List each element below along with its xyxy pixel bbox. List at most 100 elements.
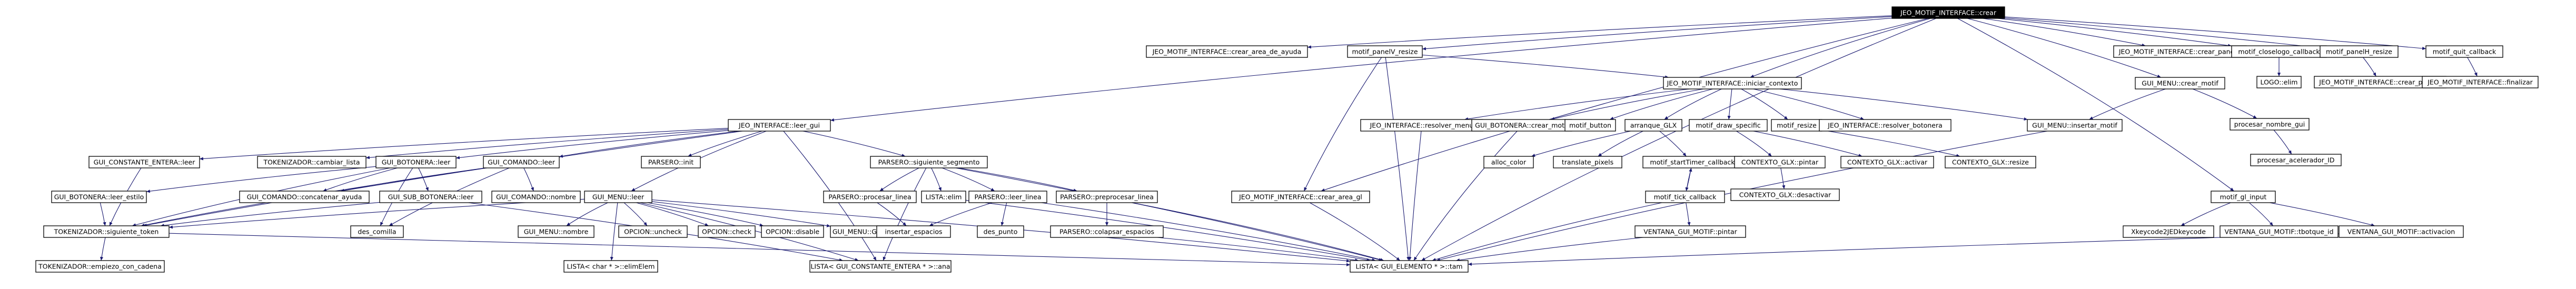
node-label: OPCION::check	[702, 228, 752, 236]
graph-node[interactable]: JEO_MOTIF_INTERFACE::crear_area_gl	[1231, 191, 1370, 203]
node-label: GUI_COMANDO::nombre	[496, 193, 576, 201]
graph-node[interactable]: PARSERO::init	[641, 156, 701, 168]
node-label: JEO_MOTIF_INTERFACE::crear_panelH	[2118, 48, 2241, 56]
graph-node[interactable]: VENTANA_GUI_MOTIF::pintar	[1634, 225, 1746, 238]
graph-node[interactable]: des_punto	[977, 225, 1024, 238]
graph-node[interactable]: des_comilla	[350, 225, 404, 238]
graph-node[interactable]: GUI_BOTONERA::leer	[375, 156, 457, 168]
graph-node[interactable]: motif_gl_input	[2211, 191, 2276, 203]
edge-iniciar_contexto-to-resolver_menu	[1464, 88, 1690, 121]
graph-node[interactable]: PARSERO::preprocesar_linea	[1056, 191, 1158, 203]
node-label: GUI_CONSTANTE_ENTERA::leer	[94, 158, 196, 166]
graph-node[interactable]: OPCION::check	[698, 225, 756, 238]
graph-node[interactable]: translate_pixels	[1553, 156, 1622, 168]
graph-node[interactable]: LISTA< GUI_CONSTANTE_ENTERA * >::ana	[809, 260, 952, 273]
graph-node[interactable]: GUI_COMANDO::concatenar_ayuda	[239, 191, 370, 203]
graph-node[interactable]: JEO_INTERFACE::leer_gui	[728, 119, 831, 132]
edge-arranque_glx-to-startTimer	[1659, 131, 1687, 157]
edge-parsero_sig_seg-to-lista_elim	[931, 167, 942, 192]
node-label: motif_resize	[1777, 122, 1817, 129]
node-box	[618, 225, 688, 238]
graph-node[interactable]: GUI_MENU::insertar_motif	[2027, 119, 2123, 132]
graph-node[interactable]: OPCION::uncheck	[618, 225, 688, 238]
node-box	[375, 156, 457, 168]
graph-node[interactable]: TOKENIZADOR::empiezo_con_cadena	[35, 260, 165, 273]
graph-node[interactable]: motif_startTimer_callback	[1642, 156, 1742, 168]
graph-node[interactable]: alloc_color	[1483, 156, 1534, 168]
graph-node[interactable]: GUI_COMANDO::nombre	[491, 191, 581, 203]
graph-node[interactable]: JEO_MOTIF_INTERFACE::crear_panelV	[2314, 76, 2446, 88]
graph-node[interactable]: arranque_GLX	[1624, 119, 1682, 132]
graph-node[interactable]: motif_quit_callback	[2425, 45, 2503, 58]
graph-node[interactable]: OPCION::disable	[761, 225, 824, 238]
graph-node[interactable]: PARSERO::procesar_linea	[823, 191, 917, 203]
graph-node[interactable]: JEO_MOTIF_INTERFACE::crear_panelH	[2113, 45, 2247, 58]
graph-node[interactable]: PARSERO::siguiente_segmento	[870, 156, 988, 168]
graph-node[interactable]: CONTEXTO_GLX::pintar	[1734, 156, 1826, 168]
graph-node[interactable]: LOGO::elim	[2256, 76, 2302, 88]
graph-node[interactable]: CONTEXTO_GLX::activar	[1840, 156, 1934, 168]
graph-node[interactable]: JEO_MOTIF_INTERFACE::finalizar	[2422, 76, 2539, 88]
graph-node[interactable]: CONTEXTO_GLX::resize	[1945, 156, 2036, 168]
graph-node[interactable]: JEO_MOTIF_INTERFACE::crear_area_de_ayuda	[1146, 45, 1308, 58]
graph-node[interactable]: motif_panelV_resize	[1347, 45, 1423, 58]
graph-node[interactable]: motif_draw_specific	[1689, 119, 1768, 132]
graph-node[interactable]: JEO_INTERFACE::resolver_botonera	[1819, 119, 1951, 132]
graph-node[interactable]: GUI_MENU::crear_motif	[2135, 77, 2225, 89]
graph-node[interactable]: VENTANA_GUI_MOTIF::activacion	[2339, 225, 2464, 238]
graph-node[interactable]: PARSERO::leer_linea	[968, 191, 1047, 203]
node-box	[1645, 191, 1725, 203]
graph-node[interactable]: JEO_MOTIF_INTERFACE::iniciar_contexto	[1663, 77, 1802, 89]
edge-root-to-leer_gui	[830, 17, 1893, 122]
edge-leer_gui-to-parsero_init	[688, 131, 762, 157]
node-box	[1564, 119, 1616, 132]
graph-node[interactable]: TOKENIZADOR::cambiar_lista	[257, 156, 366, 168]
graph-node[interactable]: GUI_BOTONERA::leer_estilo	[51, 191, 147, 203]
graph-node[interactable]: motif_resize	[1771, 119, 1822, 132]
node-box	[1056, 191, 1158, 203]
graph-node[interactable]: VENTANA_GUI_MOTIF::tbotque_id	[2220, 225, 2339, 238]
graph-node[interactable]: JEO_INTERFACE::resolver_menu	[1360, 119, 1483, 132]
node-box	[1689, 119, 1768, 132]
edge-ctx_pintar-to-ctx_desactivar	[1780, 167, 1786, 190]
graph-node[interactable]: procesar_acelerador_ID	[2250, 154, 2342, 166]
graph-node[interactable]: Xkeycode2JEDkeycode	[2123, 225, 2214, 238]
edge-root-to-panel_resize	[1422, 16, 1893, 51]
graph-node[interactable]: PARSERO::colapsar_espacios	[1050, 225, 1164, 238]
graph-node[interactable]: TOKENIZADOR::siguiente_token	[43, 225, 170, 238]
edge-tok_siguiente-to-tok_empiezo	[100, 237, 106, 261]
graph-node[interactable]: motif_panelH_resize	[2320, 45, 2399, 58]
node-label: JEO_MOTIF_INTERFACE::crear	[1900, 9, 1997, 17]
graph-node[interactable]: procesar_nombre_gui	[2230, 118, 2310, 131]
graph-node[interactable]: LISTA< GUI_ELEMENTO * >::tam	[1350, 260, 1469, 273]
graph-node[interactable]: LISTA< char * >::elimElem	[563, 260, 658, 273]
graph-node[interactable]: GUI_MENU::leer	[584, 191, 652, 203]
graph-node[interactable]: GUI_COMANDO::leer	[483, 156, 560, 168]
edge-parsero_sig_seg-to-lista_elemento	[955, 167, 1383, 262]
graph-node[interactable]: GUI_MENU::nombre	[518, 225, 595, 238]
edge-parsero_procesar_linea-to-insertar_espacios	[877, 202, 907, 226]
graph-node[interactable]: motif_closelogo_callback	[2231, 45, 2327, 58]
graph-node[interactable]: GUI_CONSTANTE_ENTERA::leer	[88, 156, 200, 168]
node-label: TOKENIZADOR::siguiente_token	[54, 228, 159, 236]
edge-parsero_leer_linea-to-lista_elemento	[1041, 202, 1376, 262]
edge-root-to-gl_input	[1957, 18, 2234, 192]
graph-node[interactable]: GUI_BOTONERA::crear_motif	[1471, 119, 1572, 132]
node-label: TOKENIZADOR::cambiar_lista	[263, 158, 360, 166]
graph-node[interactable]: motif_tick_callback	[1645, 191, 1725, 203]
edge-gui_menu_leer-to-opcion_disable	[647, 202, 764, 227]
graph-node[interactable]: motif_button	[1564, 119, 1616, 132]
edge-arranque_glx-to-translate_pixels	[1598, 131, 1643, 157]
graph-node[interactable]: GUI_SUB_BOTONERA::leer	[379, 191, 482, 203]
root-node[interactable]: JEO_MOTIF_INTERFACE::crear	[1891, 6, 2005, 19]
graph-node[interactable]: LISTA::elim	[921, 191, 966, 203]
edge-panelh_resize-to-crear_panelV	[2363, 57, 2376, 77]
graph-node[interactable]: CONTEXTO_GLX::desactivar	[1730, 188, 1840, 201]
node-box	[1231, 191, 1370, 203]
edge-parsero_sig_seg-to-lista_constante	[883, 167, 927, 261]
edge-parsero_leer_linea-to-des_punto	[1000, 202, 1007, 226]
edge-gl_input-to-xkeycode	[2181, 202, 2231, 226]
graph-node[interactable]: insertar_espacios	[876, 225, 951, 238]
node-label: LISTA< GUI_CONSTANTE_ENTERA * >::ana	[810, 263, 950, 271]
node-label: motif_tick_callback	[1654, 193, 1717, 201]
